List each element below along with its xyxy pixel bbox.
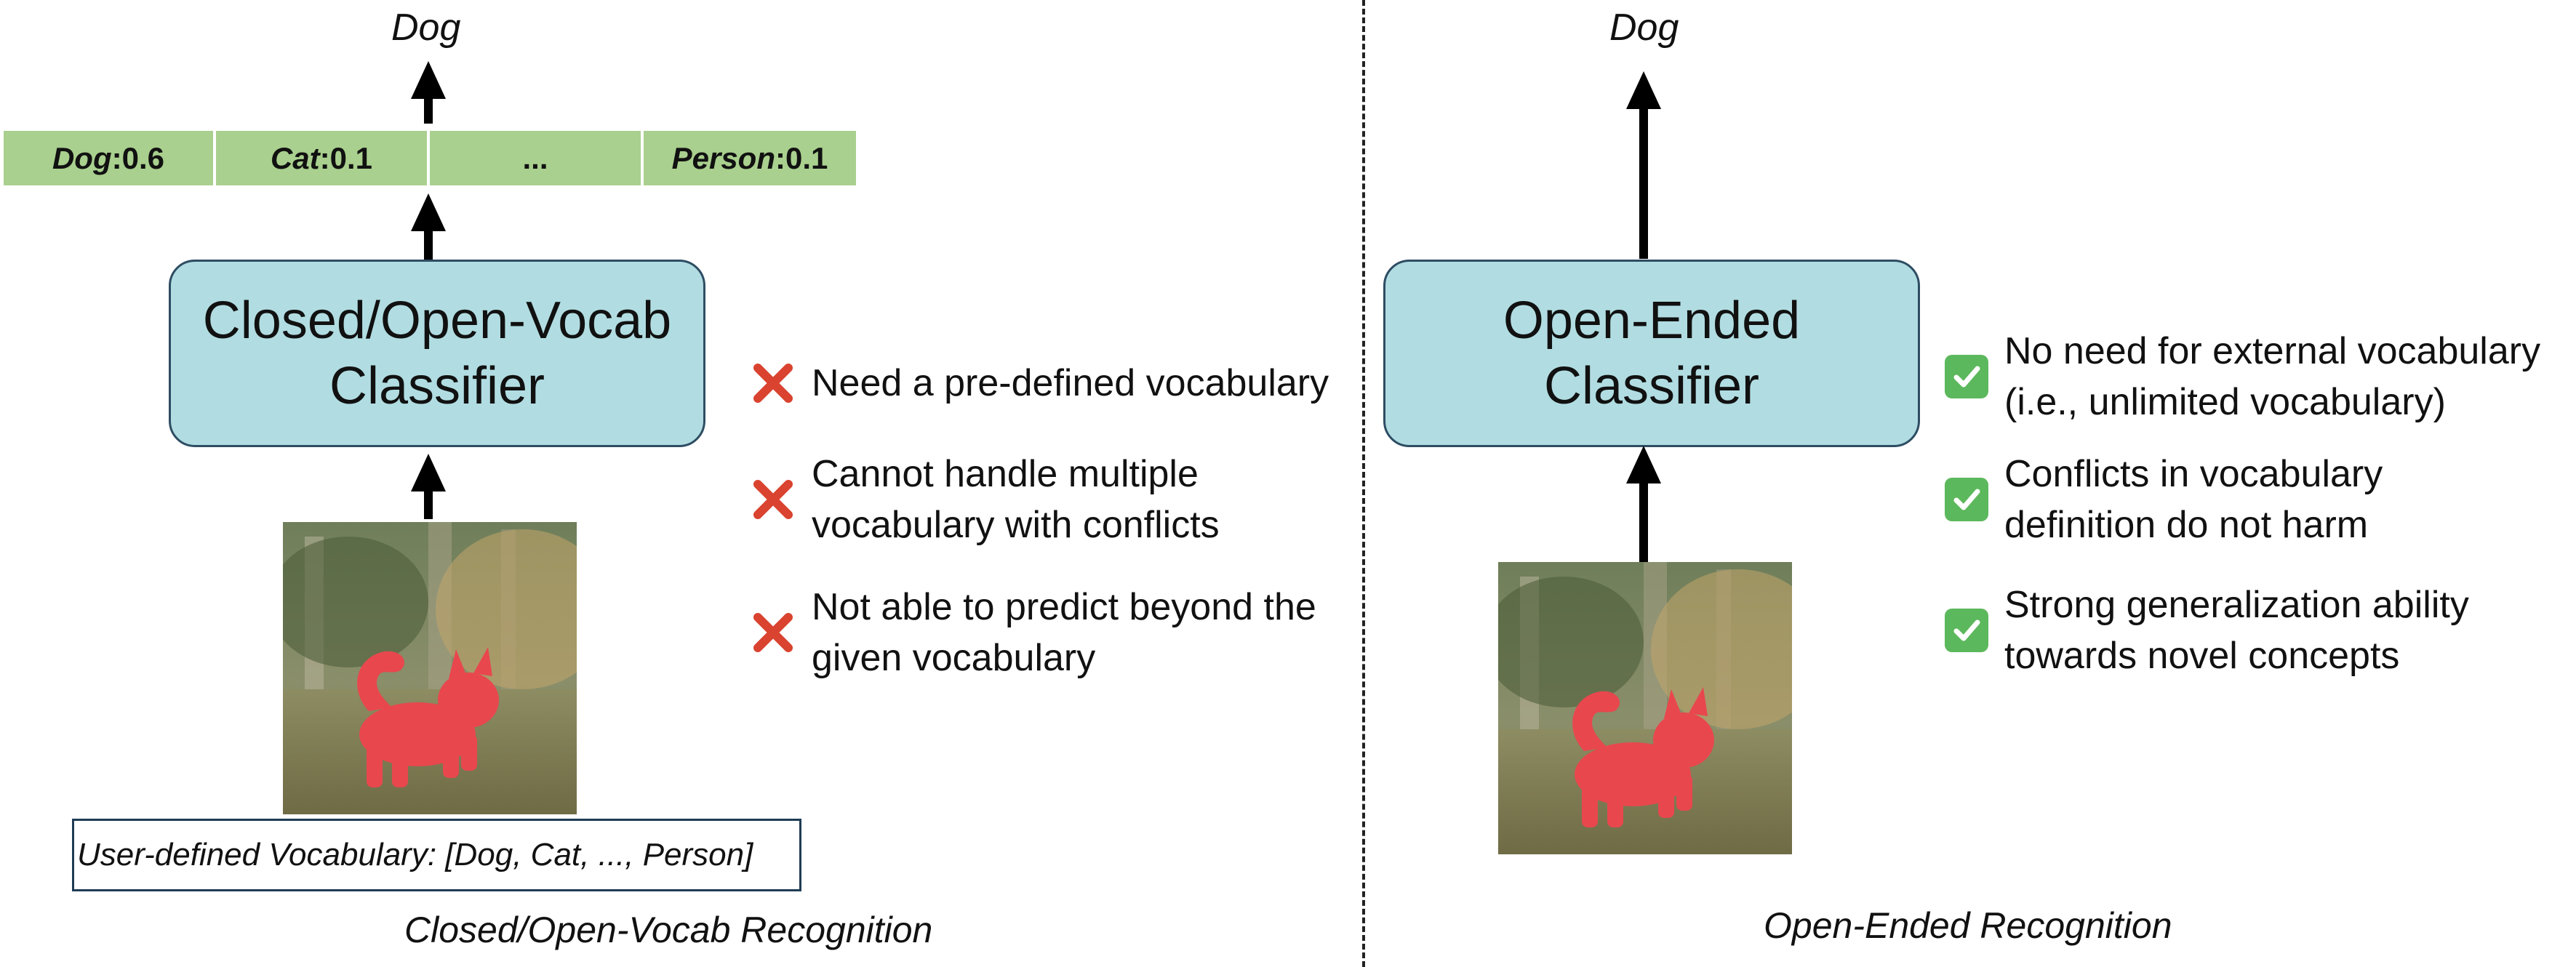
score-cell-person: Person: 0.1: [644, 131, 856, 185]
drawback-text: Need a pre-defined vocabulary: [812, 362, 1329, 404]
dog-segmentation-image: [1498, 562, 1792, 854]
vocabulary-text: User-defined Vocabulary: [Dog, Cat, ...,…: [77, 837, 753, 872]
right-dog-photo: [1498, 562, 1792, 854]
advantage-text: Strong generalization ability: [2004, 584, 2469, 626]
advantage-text: Conflicts in vocabulary: [2004, 453, 2383, 495]
dog-mask-left: [357, 647, 499, 787]
advantage-item: Strong generalization ability towards nov…: [1945, 579, 2469, 681]
drawback-text: vocabulary with conflicts: [812, 504, 1220, 546]
dog-segmentation-image: [283, 522, 577, 814]
user-defined-vocabulary-box: User-defined Vocabulary: [Dog, Cat, ...,…: [72, 819, 801, 891]
cross-mark-icon: [753, 364, 793, 403]
check-mark-icon: [1945, 478, 1988, 521]
score-bar: Dog: 0.6 Cat: 0.1 ... Person: 0.1: [4, 131, 856, 185]
classifier-line2: Classifier: [329, 357, 545, 415]
check-mark-icon: [1945, 355, 1988, 398]
left-output-label: Dog: [391, 7, 461, 49]
classifier-line1: Closed/Open-Vocab: [202, 292, 672, 350]
advantage-item: No need for external vocabulary (i.e., un…: [1945, 326, 2540, 428]
right-output-label: Dog: [1609, 7, 1679, 49]
drawback-item: Not able to predict beyond the given voca…: [748, 582, 1316, 683]
left-dog-photo: [283, 522, 577, 814]
cross-mark-icon: [753, 480, 793, 519]
left-caption: Closed/Open-Vocab Recognition: [404, 910, 933, 950]
classifier-line2: Classifier: [1543, 357, 1760, 415]
drawback-text: Not able to predict beyond the: [812, 586, 1316, 628]
score-cell-dog: Dog: 0.6: [4, 131, 216, 185]
advantage-text: definition do not harm: [2004, 504, 2369, 546]
cross-mark-icon: [753, 613, 793, 652]
advantage-text: towards novel concepts: [2004, 635, 2400, 677]
advantage-text: (i.e., unlimited vocabulary): [2004, 381, 2446, 423]
panel-divider: [1362, 0, 1365, 967]
drawback-text: Cannot handle multiple: [812, 453, 1199, 495]
closed-open-vocab-classifier: Closed/Open-Vocab Classifier: [169, 260, 705, 447]
right-caption: Open-Ended Recognition: [1764, 905, 2172, 946]
advantage-text: No need for external vocabulary: [2004, 330, 2541, 372]
drawback-item: Need a pre-defined vocabulary: [748, 358, 1329, 409]
drawback-text: given vocabulary: [812, 637, 1096, 679]
open-ended-classifier: Open-Ended Classifier: [1383, 260, 1920, 447]
score-cell-ellipsis: ...: [430, 131, 644, 185]
classifier-line1: Open-Ended: [1503, 292, 1801, 350]
check-mark-icon: [1945, 609, 1988, 652]
dog-mask-right: [1572, 687, 1714, 827]
advantage-item: Conflicts in vocabulary definition do not…: [1945, 449, 2383, 550]
score-cell-cat: Cat: 0.1: [216, 131, 430, 185]
drawback-item: Cannot handle multiple vocabulary with co…: [748, 449, 1220, 550]
